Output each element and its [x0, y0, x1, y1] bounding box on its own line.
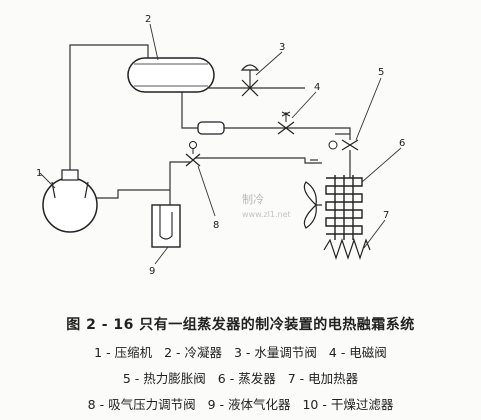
legend-item: 1 - 压缩机 [94, 345, 153, 360]
liquid-gasifier [151, 204, 181, 248]
refrigeration-diagram: 1 2 3 4 5 6 7 8 9 制冷 www.zl1.net [36, 14, 405, 277]
figure-caption: 图 2 - 16 只有一组蒸发器的制冷装置的电热融霜系统 [66, 317, 415, 333]
part-label-5: 5 [378, 67, 384, 78]
legend-item: 8 - 吸气压力调节阀 [87, 397, 196, 412]
water-regulating-valve [240, 64, 260, 97]
legend-item: 9 - 液体气化器 [207, 397, 291, 412]
part-label-2: 2 [145, 14, 151, 25]
part-label-8: 8 [213, 220, 219, 231]
watermark-url: www.zl1.net [242, 210, 291, 219]
watermark-text: 制冷 [242, 193, 264, 206]
part-label-3: 3 [279, 42, 285, 53]
legend-item: 2 - 冷凝器 [164, 345, 222, 360]
pipework [69, 44, 351, 205]
legend-row-1: 1 - 压缩机 2 - 冷凝器 3 - 水量调节阀 4 - 电磁阀 [0, 342, 481, 361]
electric-heater [323, 238, 371, 260]
condenser [127, 57, 215, 93]
part-label-9: 9 [149, 266, 155, 277]
part-label-1: 1 [36, 168, 42, 179]
compressor [42, 169, 98, 233]
legend-item: 3 - 水量调节阀 [233, 345, 317, 360]
expansion-valve [328, 139, 359, 151]
solenoid-valve [277, 111, 295, 135]
part-label-6: 6 [399, 138, 405, 149]
drier-filter [197, 121, 225, 135]
legend-item: 10 - 干燥过滤器 [302, 397, 394, 412]
legend-item: 7 - 电加热器 [287, 371, 359, 386]
legend-item: 5 - 热力膨胀阀 [122, 371, 206, 386]
legend-row-3: 8 - 吸气压力调节阀 9 - 液体气化器 10 - 干燥过滤器 [0, 394, 481, 413]
part-label-4: 4 [314, 82, 320, 93]
evaporator [303, 175, 363, 240]
legend-item: 4 - 电磁阀 [328, 345, 387, 360]
suction-pressure-valve [185, 141, 201, 167]
legend-item: 6 - 蒸发器 [217, 371, 276, 386]
leader-lines [39, 23, 402, 265]
legend-row-2: 5 - 热力膨胀阀 6 - 蒸发器 7 - 电加热器 [0, 368, 481, 387]
fan-icon [303, 181, 322, 229]
part-label-7: 7 [383, 210, 389, 221]
